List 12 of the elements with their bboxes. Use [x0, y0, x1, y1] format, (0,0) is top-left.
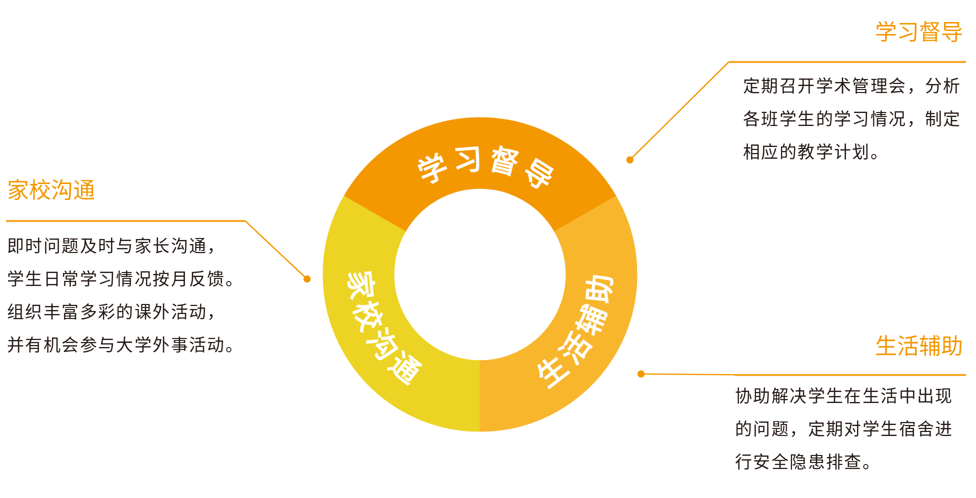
- leader-line: [626, 61, 730, 164]
- callout-text: 即时问题及时与家长沟通，学生日常学习情况按月反馈。组织丰富多彩的课外活动，并有机会参与大学外事活动。: [7, 236, 245, 356]
- leader-line: [637, 370, 735, 378]
- callout-title: 生活辅助: [875, 333, 963, 361]
- callout-title: 家校沟通: [7, 177, 95, 205]
- segment-label: 生活辅助: [532, 268, 619, 394]
- callout-text: 定期召开学术管理会，分析各班学生的学习情况，制定相应的教学计划。: [743, 76, 962, 164]
- leader-line: [244, 220, 311, 283]
- segment-label: 家校沟通: [342, 268, 428, 392]
- callout-title: 学习督导: [875, 19, 963, 47]
- callout-text: 协助解决学生在生活中出现的问题，定期对学生宿舍进行安全隐患排查。: [735, 386, 954, 474]
- segment-label: 学习督导: [414, 144, 564, 201]
